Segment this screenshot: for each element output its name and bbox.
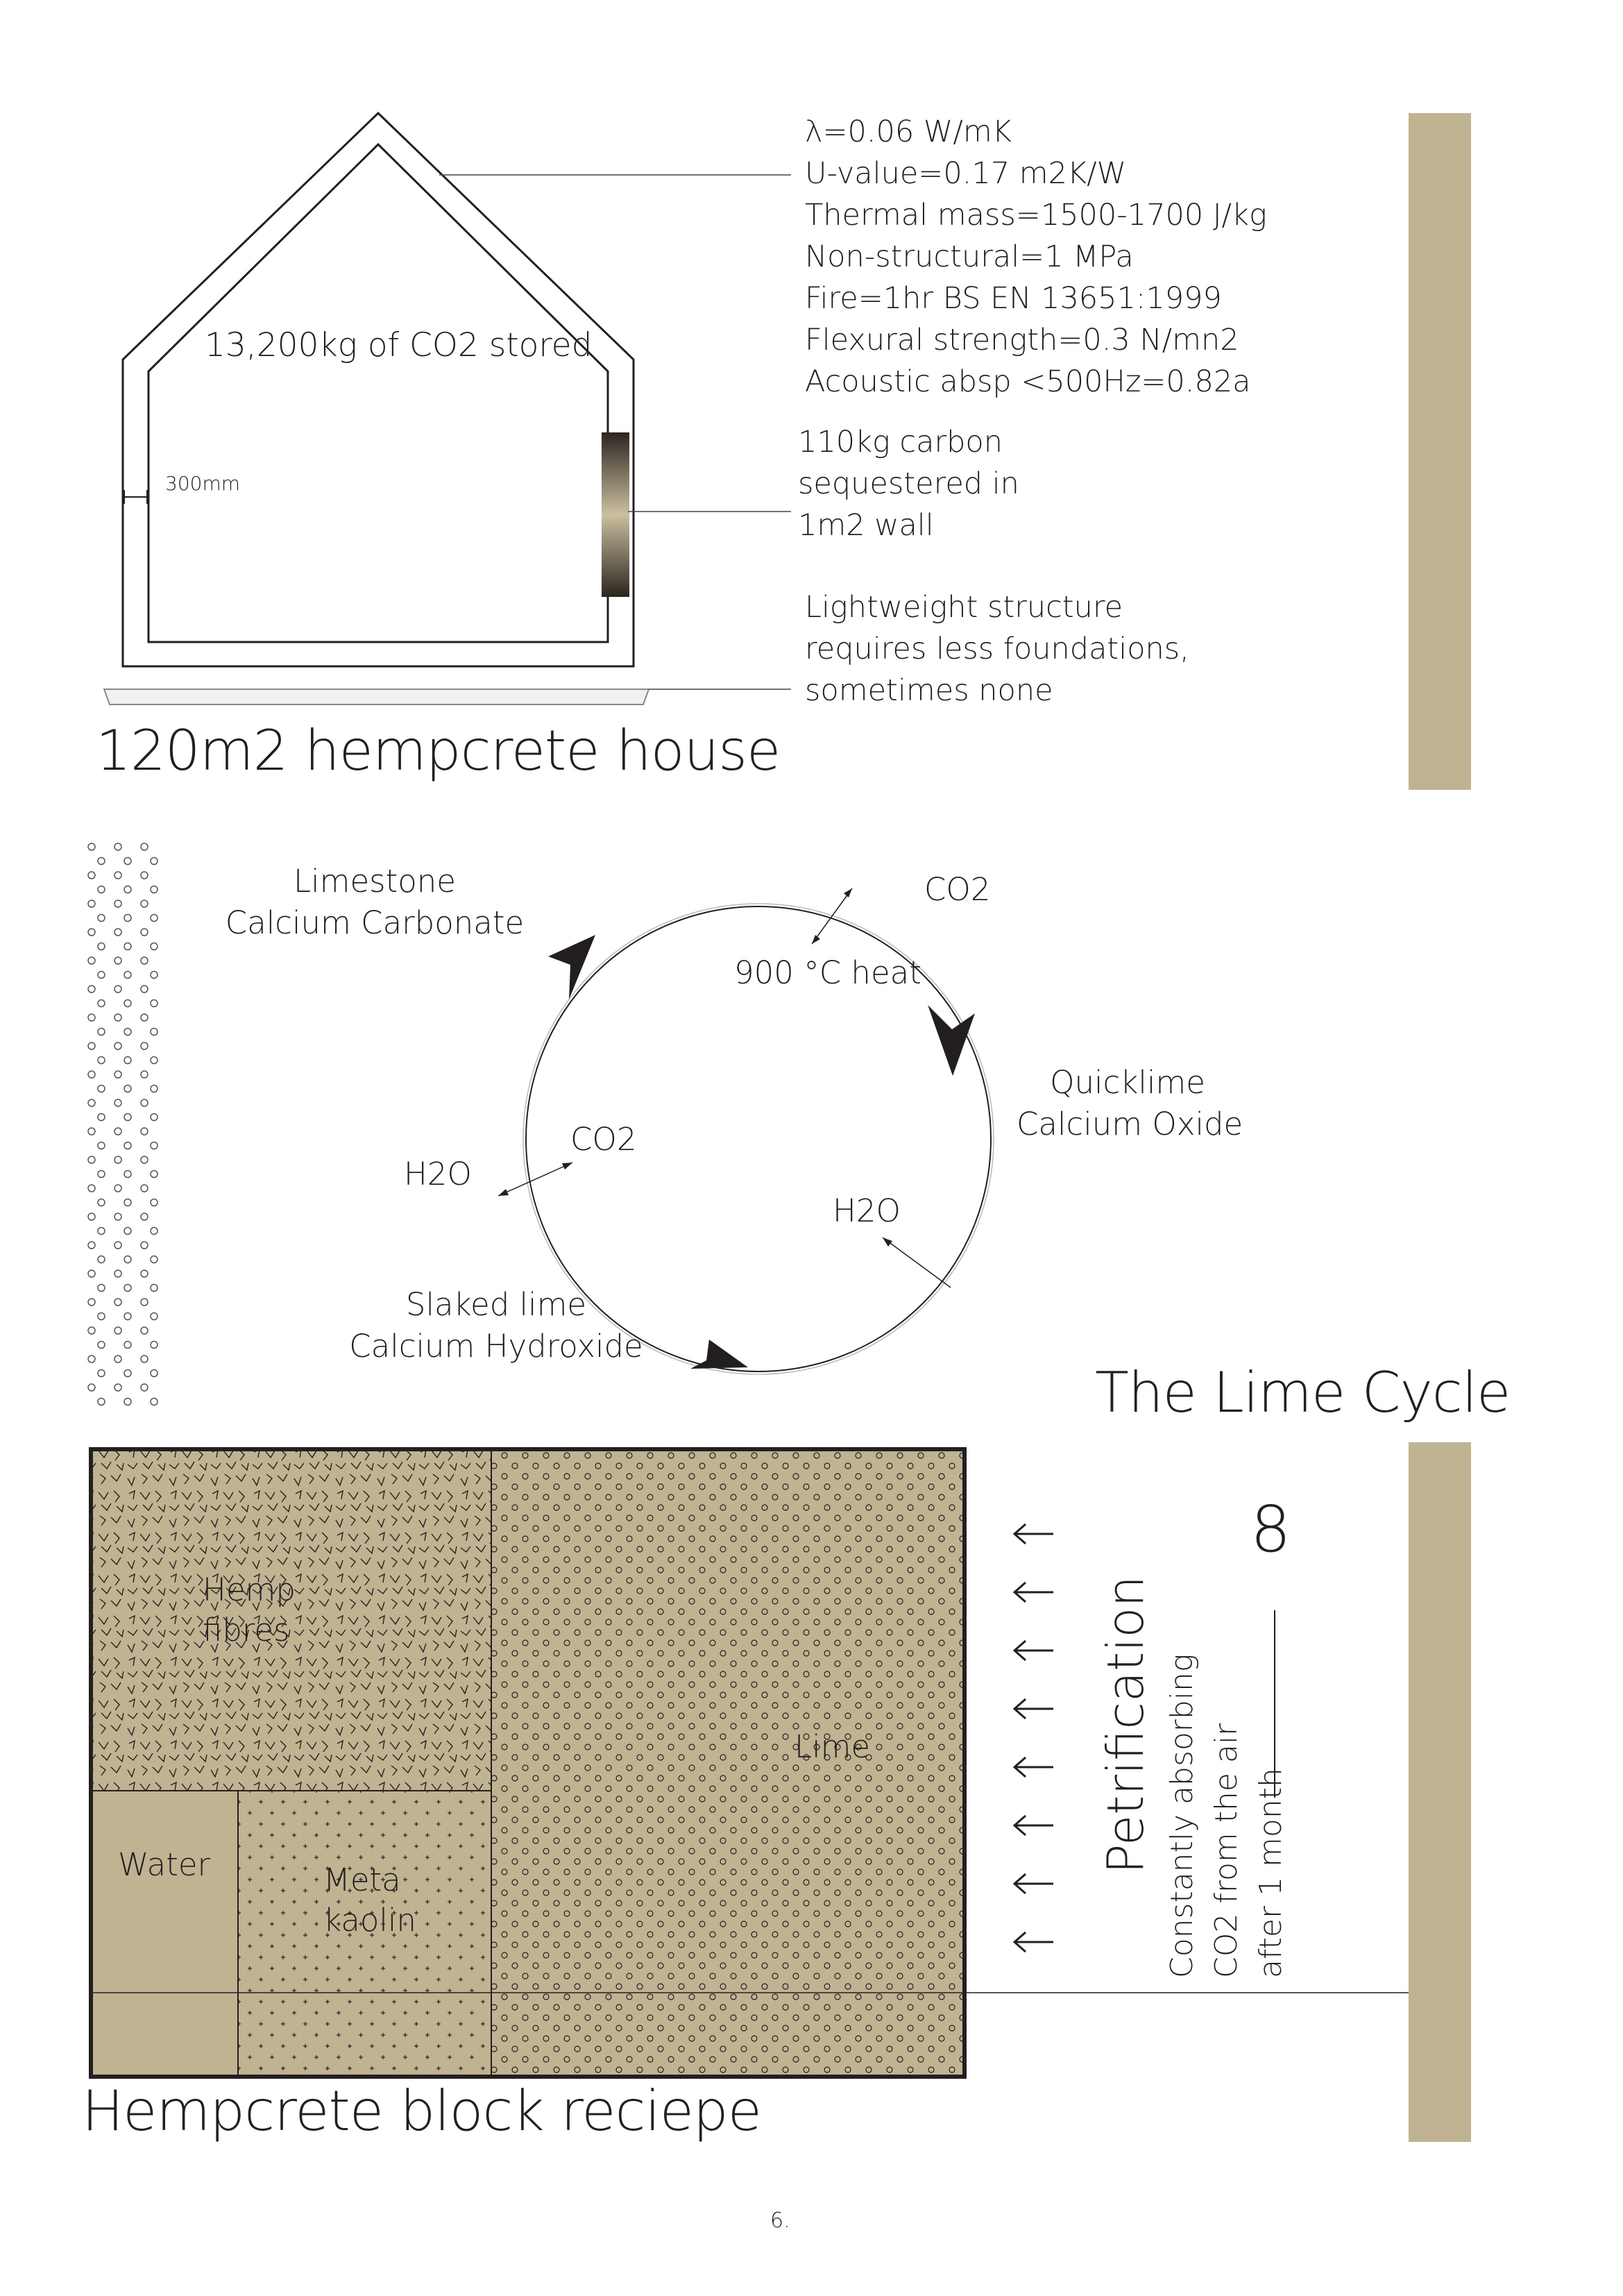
absorbing-line: CO2 from the air <box>1209 1723 1244 1978</box>
side-bar-top <box>1409 113 1471 790</box>
lime-cycle-diagram <box>498 888 994 1375</box>
co2-left-label: CO2 <box>570 1121 637 1158</box>
cycle-arrow-bottom <box>690 1340 748 1369</box>
absorption-arrow <box>1012 1639 1053 1662</box>
dotted-strip <box>87 843 158 1406</box>
lime-cycle-title: The Lime Cycle <box>1095 1360 1511 1425</box>
recipe-title: Hempcrete block reciepe <box>82 2079 762 2143</box>
slaked-line: Slaked lime <box>405 1286 587 1323</box>
absorption-arrow <box>1012 1931 1053 1953</box>
foundation-note-line: sometimes none <box>805 673 1053 708</box>
limestone-line: Calcium Carbonate <box>225 904 525 941</box>
house-title: 120m2 hempcrete house <box>96 718 781 783</box>
hemp-label-line: Hemp <box>203 1571 296 1608</box>
page-number: 6. <box>770 2209 790 2233</box>
house-diagram <box>103 111 791 705</box>
infinity-symbol: 8 <box>1250 1492 1291 1567</box>
house-outer-wall <box>121 111 635 668</box>
h2o-left-label: H2O <box>404 1156 472 1192</box>
absorbing-line: Constantly absorbing <box>1164 1653 1200 1978</box>
slaked-line: Calcium Hydroxide <box>349 1328 643 1365</box>
absorption-arrow <box>1012 1873 1053 1895</box>
property-fire: Fire=1hr BS EN 13651:1999 <box>805 281 1222 316</box>
cycle-arrow-right <box>928 1005 975 1076</box>
metakaolin-line: kaolin <box>323 1902 416 1939</box>
hemp-fibres-label: Hemp fibres <box>203 1570 296 1651</box>
foundation-note-line: requires less foundations, <box>805 632 1189 666</box>
wall-thickness-label: 300mm <box>165 472 240 495</box>
absorbing-line: after 1 month <box>1253 1768 1289 1978</box>
heat-label: 900 °C heat <box>734 954 921 991</box>
cycle-arrow-top-left <box>548 935 595 999</box>
co2-top-label: CO2 <box>924 871 991 908</box>
absorption-arrow <box>1012 1814 1053 1837</box>
carbon-note-line: sequestered in <box>798 466 1019 501</box>
water-region <box>92 1790 239 2076</box>
absorbing-note: Constantly absorbing CO2 from the air af… <box>1160 1654 1293 1978</box>
absorption-arrow <box>1012 1698 1053 1720</box>
absorption-arrow <box>1012 1581 1053 1603</box>
absorption-arrow <box>1012 1523 1053 1545</box>
limestone-label: Limestone Calcium Carbonate <box>222 861 527 944</box>
quicklime-line: Calcium Oxide <box>1017 1106 1243 1142</box>
absorption-arrows <box>1012 1523 1053 1953</box>
petrification-label: Petrification <box>1096 1576 1155 1874</box>
foundation-slab <box>103 689 650 705</box>
h2o-right-label: H2O <box>833 1192 901 1229</box>
property-u-value: U-value=0.17 m2K/W <box>805 156 1127 191</box>
slaked-lime-label: Slaked lime Calcium Hydroxide <box>347 1284 645 1367</box>
carbon-note-line: 110kg carbon <box>798 425 1003 459</box>
limestone-line: Limestone <box>294 863 456 900</box>
property-non-structural: Non-structural=1 MPa <box>805 239 1134 274</box>
metakaolin-region <box>237 1790 492 2076</box>
carbon-note: 110kg carbon sequestered in 1m2 wall <box>798 421 1019 546</box>
house-inner-wall <box>147 142 609 643</box>
foundation-note-line: Lightweight structure <box>805 590 1123 625</box>
recipe-block <box>89 1447 1409 2079</box>
property-flexural: Flexural strength=0.3 N/mn2 <box>805 323 1239 357</box>
property-acoustic: Acoustic absp <500Hz=0.82a <box>805 364 1251 399</box>
property-lambda: λ=0.06 W/mK <box>805 115 1012 149</box>
wall-section-window <box>602 432 629 597</box>
water-label: Water <box>118 1846 211 1883</box>
property-thermal-mass: Thermal mass=1500-1700 J/kg <box>805 198 1267 233</box>
co2-stored-label: 13,200kg of CO2 stored <box>205 326 593 364</box>
side-bar-bottom <box>1409 1442 1471 2142</box>
lime-label: Lime <box>794 1728 871 1765</box>
absorption-arrow <box>1012 1756 1053 1778</box>
hemp-fibres-region <box>92 1450 492 1791</box>
quicklime-label: Quicklime Calcium Oxide <box>1017 1062 1243 1145</box>
material-properties-list: λ=0.06 W/mK U-value=0.17 m2K/W Thermal m… <box>805 111 1267 403</box>
carbon-note-line: 1m2 wall <box>798 508 934 543</box>
hemp-label-line: fibres <box>203 1612 290 1648</box>
metakaolin-line: Meta <box>323 1862 401 1898</box>
quicklime-line: Quicklime <box>1050 1064 1205 1101</box>
lime-region <box>491 1450 964 2076</box>
metakaolin-label: Meta kaolin <box>323 1860 416 1941</box>
foundation-note: Lightweight structure requires less foun… <box>805 586 1189 711</box>
